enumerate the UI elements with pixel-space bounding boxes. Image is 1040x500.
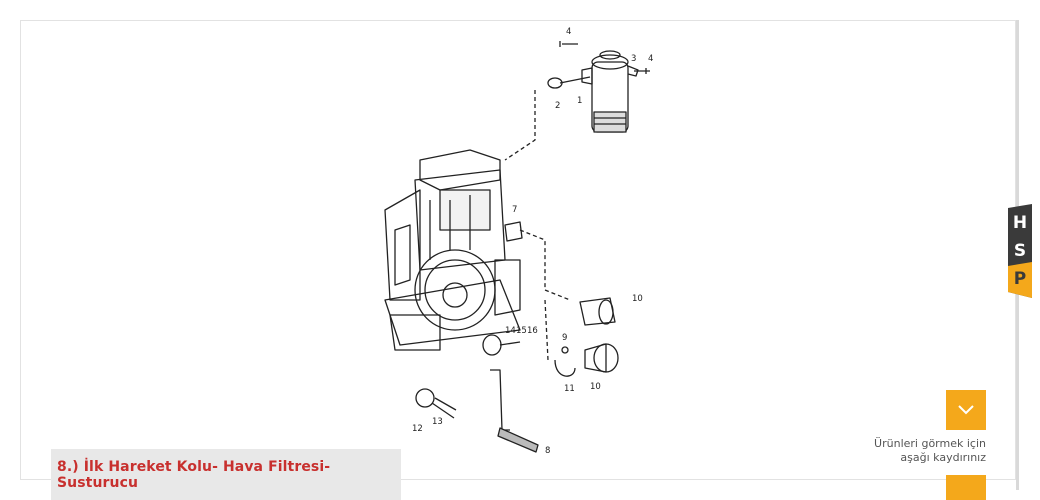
label-12: 12 [412,424,423,434]
label-10b: 10 [590,382,601,392]
scroll-hint: Ürünleri görmek için aşağı kaydırınız [874,437,986,465]
label-15: 15 [516,326,527,336]
scroll-hint-line1: Ürünleri görmek için [874,437,986,450]
label-4b: 4 [648,54,653,64]
label-2: 2 [555,101,560,111]
label-13: 13 [432,417,443,427]
start-lever-8-drawing [490,369,510,431]
cap-12-drawing [415,388,435,408]
label-4a: 4 [566,27,571,37]
hsp-logo: H S P [1008,204,1032,298]
content-frame [20,20,1016,480]
gasket-7-drawing [504,221,523,242]
label-16: 16 [527,326,538,336]
diagram-caption: 8.) İlk Hareket Kolu- Hava Filtresi- Sus… [51,449,401,500]
label-7: 7 [512,205,517,215]
label-11: 11 [564,384,575,394]
bolt-3-drawing [634,68,650,74]
hsp-logo-s: S [1014,241,1026,261]
label-3: 3 [631,54,636,64]
bolt-4-drawing [559,41,578,47]
scroll-down-button[interactable] [946,390,986,430]
elbow-11-drawing [554,359,576,377]
hsp-logo-p: P [1014,269,1026,289]
cover-14-drawing [482,334,502,356]
muffler-10-upper-drawing [579,297,616,326]
air-filter-drawing [581,50,639,133]
label-1: 1 [577,96,582,106]
label-9: 9 [562,333,567,343]
label-14: 14 [505,326,516,336]
scroll-button-secondary[interactable] [946,475,986,500]
engine-drawing [384,149,521,351]
chevron-down-icon [958,405,974,415]
clamp-2-drawing [547,77,563,89]
scroll-hint-line2: aşağı kaydırınız [900,451,986,464]
label-8: 8 [545,446,550,456]
label-10a: 10 [632,294,643,304]
hsp-logo-h: H [1013,213,1027,233]
caption-title: 8.) İlk Hareket Kolu- Hava Filtresi- Sus… [57,458,331,491]
